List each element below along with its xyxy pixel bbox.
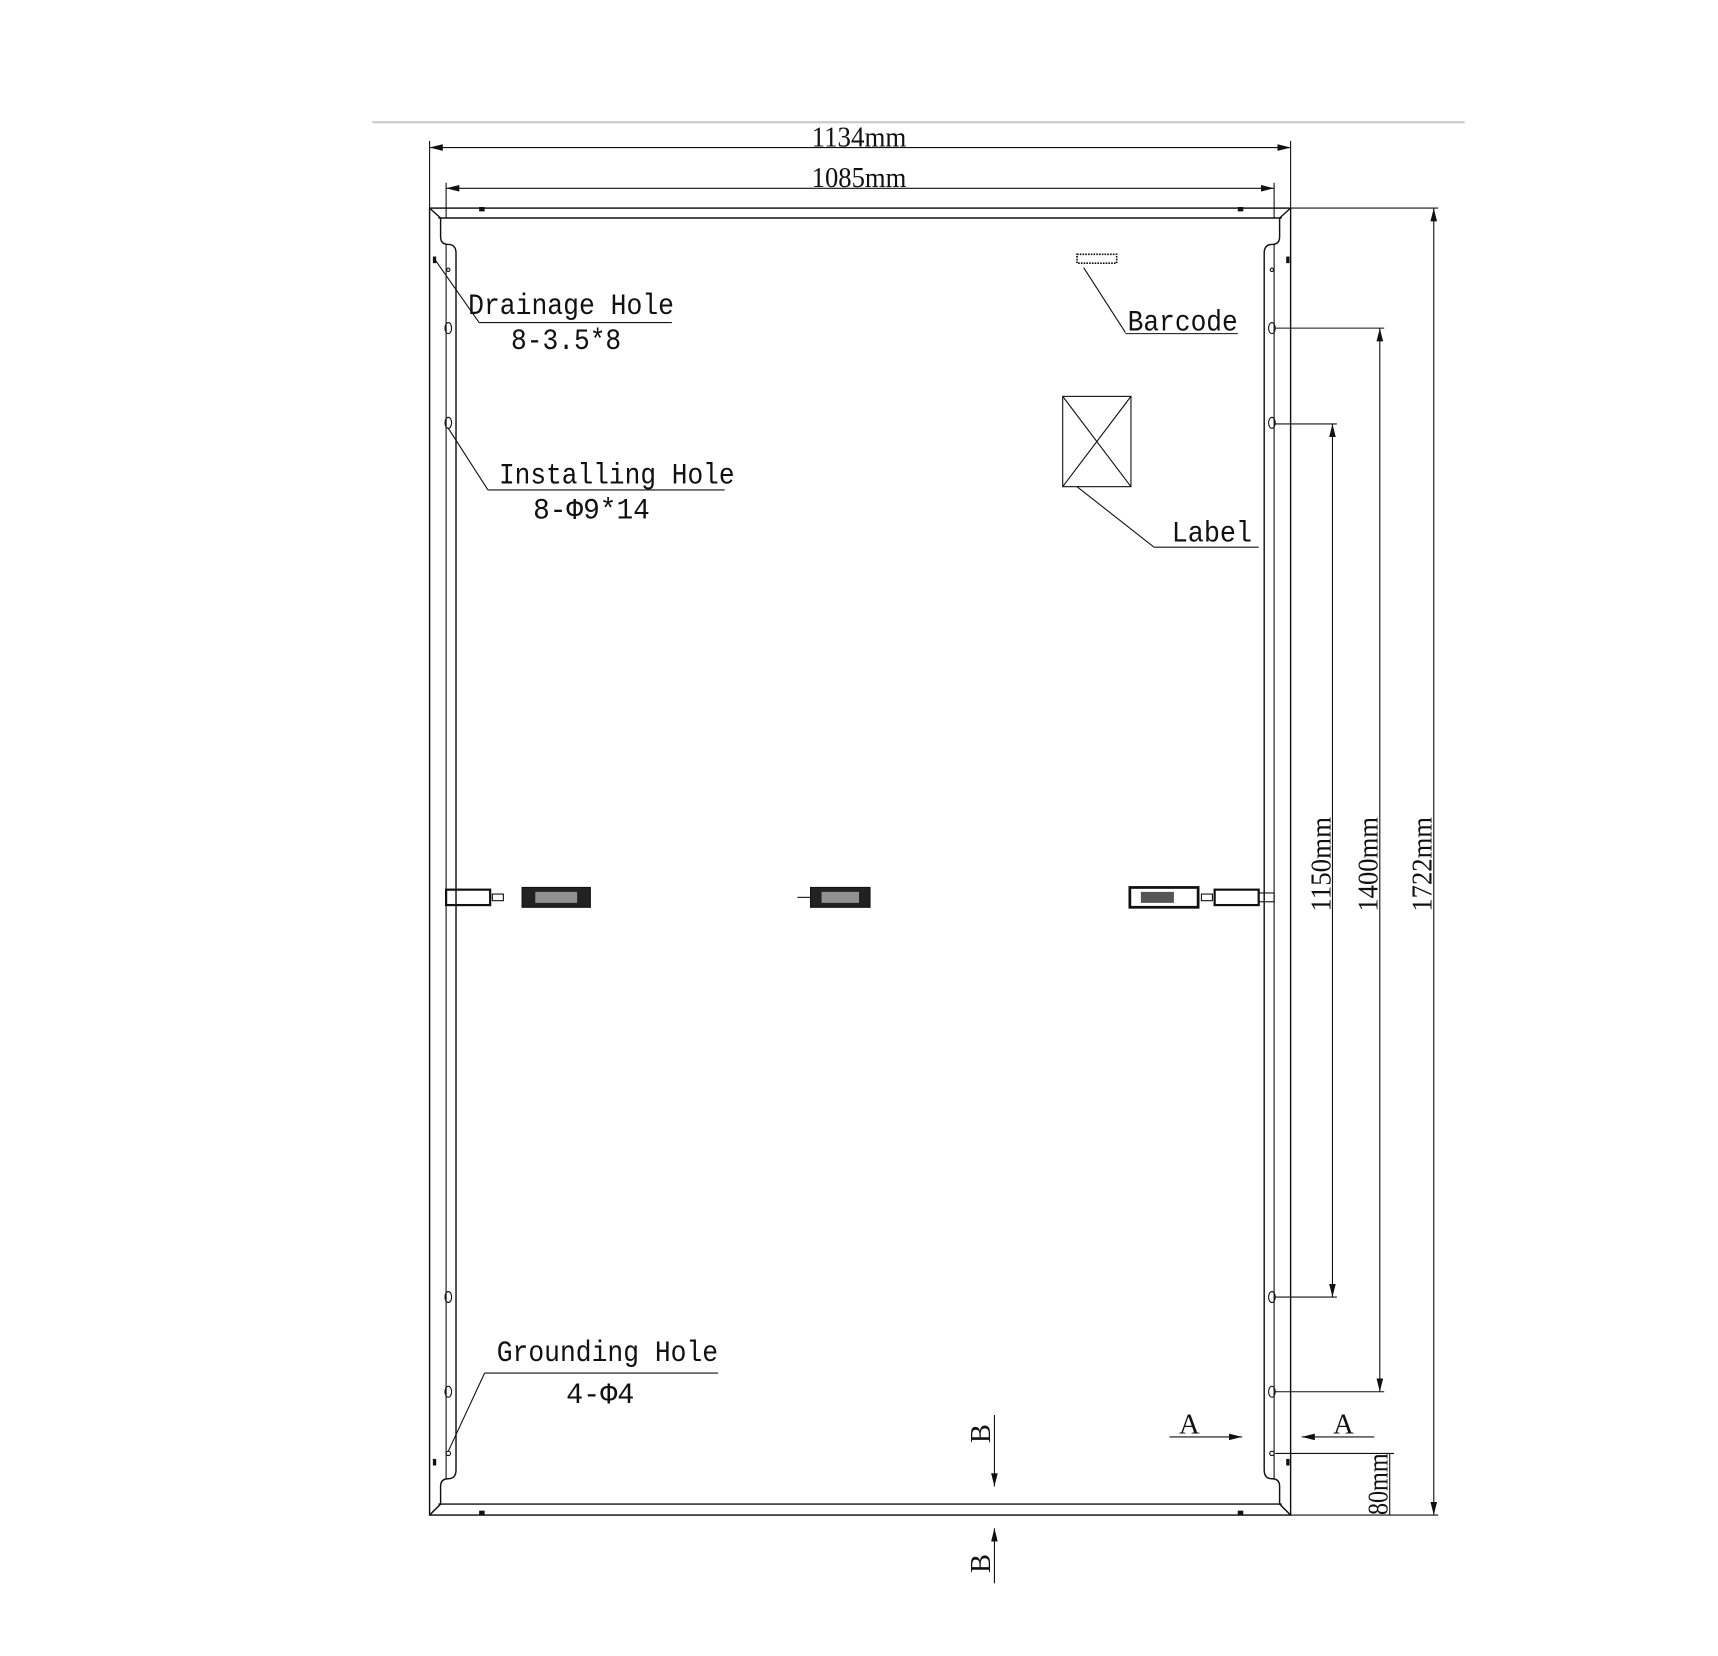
section-b-bottom: B [965, 1528, 998, 1584]
label-label: Label [1172, 517, 1252, 551]
section-b-top: B [965, 1414, 998, 1487]
width-dimension-1134: 1134mm [429, 121, 1292, 209]
installing-hole-spec: 8-Φ9*14 [533, 494, 650, 528]
drainage-hole-spec: 8-3.5*8 [511, 324, 621, 358]
junction-boxes [445, 886, 1275, 909]
section-a-left-text: A [1179, 1409, 1200, 1441]
dim-1085-text: 1085mm [812, 162, 907, 194]
section-b-top-text: B [965, 1424, 997, 1443]
drainage-hole-callout: Drainage Hole 8-3.5*8 [434, 259, 674, 358]
dim-80-text: 80mm [1363, 1453, 1395, 1515]
dimension-1400: 1400mm [1275, 327, 1385, 1393]
installing-hole-label: Installing Hole [499, 458, 735, 492]
section-a-left: A [1169, 1409, 1243, 1441]
dimension-1722: 1722mm [1290, 207, 1439, 1516]
label-callout: Label [1062, 395, 1259, 551]
barcode-label: Barcode [1128, 305, 1238, 339]
drainage-hole-label: Drainage Hole [468, 289, 674, 323]
module-frame [428, 207, 1292, 1516]
dimension-80: 80mm [1275, 1452, 1395, 1515]
dimension-1150: 1150mm [1275, 423, 1337, 1298]
installing-hole-callout: Installing Hole 8-Φ9*14 [447, 428, 735, 528]
dim-1134-text: 1134mm [812, 121, 907, 153]
dim-1722-text: 1722mm [1407, 817, 1439, 912]
barcode-icon [1076, 253, 1118, 264]
drainage-and-grounding-holes [432, 256, 1290, 1466]
grounding-hole-label: Grounding Hole [497, 1336, 718, 1370]
dim-1150-text: 1150mm [1305, 817, 1337, 912]
grounding-hole-callout: Grounding Hole 4-Φ4 [447, 1336, 718, 1452]
width-dimension-1085: 1085mm [445, 162, 1275, 219]
dim-1400-text: 1400mm [1353, 817, 1385, 912]
grounding-hole-spec: 4-Φ4 [566, 1378, 634, 1412]
section-b-bottom-text: B [965, 1554, 997, 1573]
barcode-callout: Barcode [1076, 253, 1238, 339]
section-a-right: A [1301, 1409, 1375, 1441]
section-a-right-text: A [1333, 1409, 1354, 1441]
